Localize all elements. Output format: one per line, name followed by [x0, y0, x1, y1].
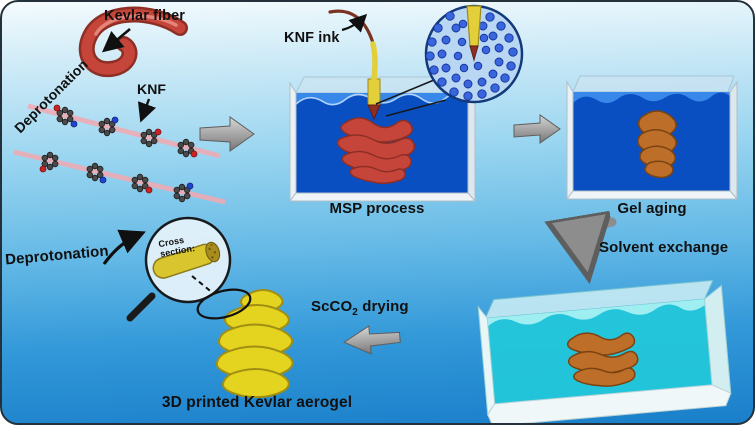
scco2-subscript: 2: [352, 307, 358, 318]
knf-ink-pointer-arrow: [341, 13, 368, 33]
deprotonation-arrow: [102, 229, 146, 265]
kevlar-fiber-illustration: [78, 6, 188, 78]
gel-aging-tank: [566, 75, 739, 201]
solvent-tank: [477, 279, 732, 423]
knf-pointer-arrow: [137, 98, 156, 123]
process-arrow-right-1: [199, 116, 255, 152]
knf-molecule-strands: [13, 103, 226, 205]
scco2-drying-label: ScCO2 drying: [311, 298, 409, 318]
cross-section-magnifier: [126, 216, 232, 322]
process-arrow-right-2: [513, 114, 561, 144]
printed-aerogel-label: 3D printed Kevlar aerogel: [161, 394, 353, 411]
inset-nozzle-tip: [466, 5, 482, 62]
solvent-exchange-arrow: [572, 214, 617, 270]
magnifier-connector: [191, 275, 252, 320]
nozzle-zoom-inset: [424, 4, 524, 104]
msp-process-label: MSP process: [329, 200, 425, 217]
gel-aging-label: Gel aging: [617, 200, 687, 217]
kevlar-fiber-pointer-arrow: [102, 28, 131, 53]
knf-ink-feed-line: [328, 9, 378, 83]
deprotonation-bottom-label: Deprotonation: [4, 242, 110, 269]
knf-label: KNF: [137, 81, 167, 97]
kevlar-fiber-label: Kevlar fiber: [104, 8, 185, 24]
fiber-cross-section: [152, 241, 221, 279]
print-nozzle: [367, 78, 381, 121]
msp-tank: [289, 76, 477, 203]
knf-ink-label: KNF ink: [284, 30, 340, 46]
solvent-exchange-label: Solvent exchange: [599, 239, 729, 256]
scco2-suffix: drying: [357, 298, 409, 315]
scco2-drying-arrow: [343, 325, 401, 355]
aerogel-spiral: [215, 289, 294, 399]
inset-leader-lines: [375, 79, 447, 117]
scco2-prefix: ScCO: [311, 298, 353, 315]
